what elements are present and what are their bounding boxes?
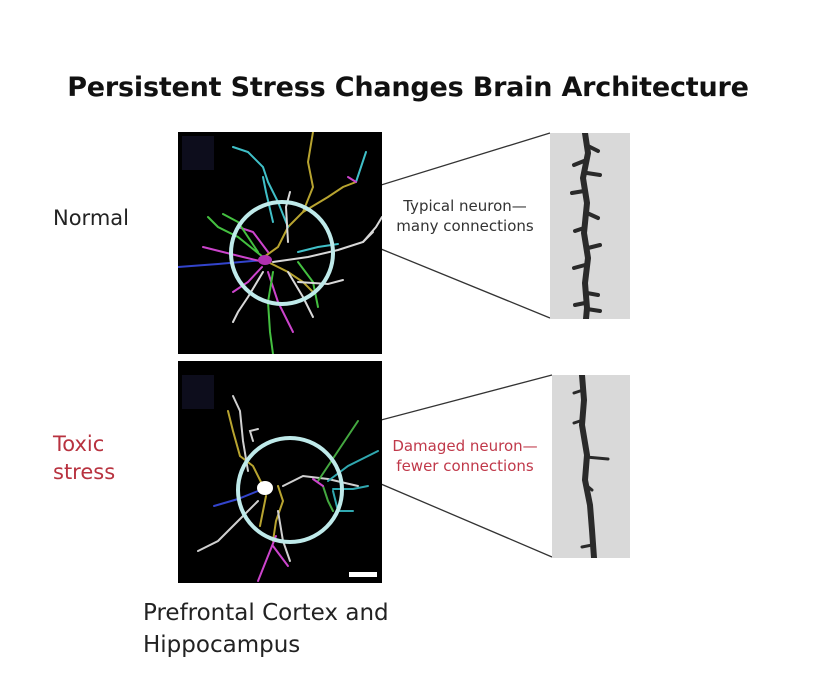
normal-label: Normal	[53, 206, 129, 230]
caption-line2: Hippocampus	[143, 632, 301, 658]
toxic-label-line1: Toxic	[53, 432, 105, 456]
normal-dendrite-spine-image	[550, 133, 630, 319]
typical-neuron-note: Typical neuron— many connections	[380, 196, 550, 236]
toxic-label-line2: stress	[53, 460, 116, 484]
figure-title: Persistent Stress Changes Brain Architec…	[67, 72, 749, 103]
typical-note-line2: many connections	[396, 217, 534, 235]
typical-note-line1: Typical neuron—	[403, 197, 527, 215]
normal-neuron-image	[178, 132, 382, 354]
damaged-note-line1: Damaged neuron—	[392, 437, 538, 455]
damaged-neuron-image	[178, 361, 382, 583]
toxic-stress-label: Toxic stress	[53, 430, 115, 486]
damaged-neuron-note: Damaged neuron— fewer connections	[380, 436, 550, 476]
damaged-note-line2: fewer connections	[396, 457, 534, 475]
brain-region-caption: Prefrontal Cortex and Hippocampus	[143, 597, 389, 661]
caption-line1: Prefrontal Cortex and	[143, 600, 389, 626]
damaged-dendrite-spine-image	[552, 375, 630, 558]
